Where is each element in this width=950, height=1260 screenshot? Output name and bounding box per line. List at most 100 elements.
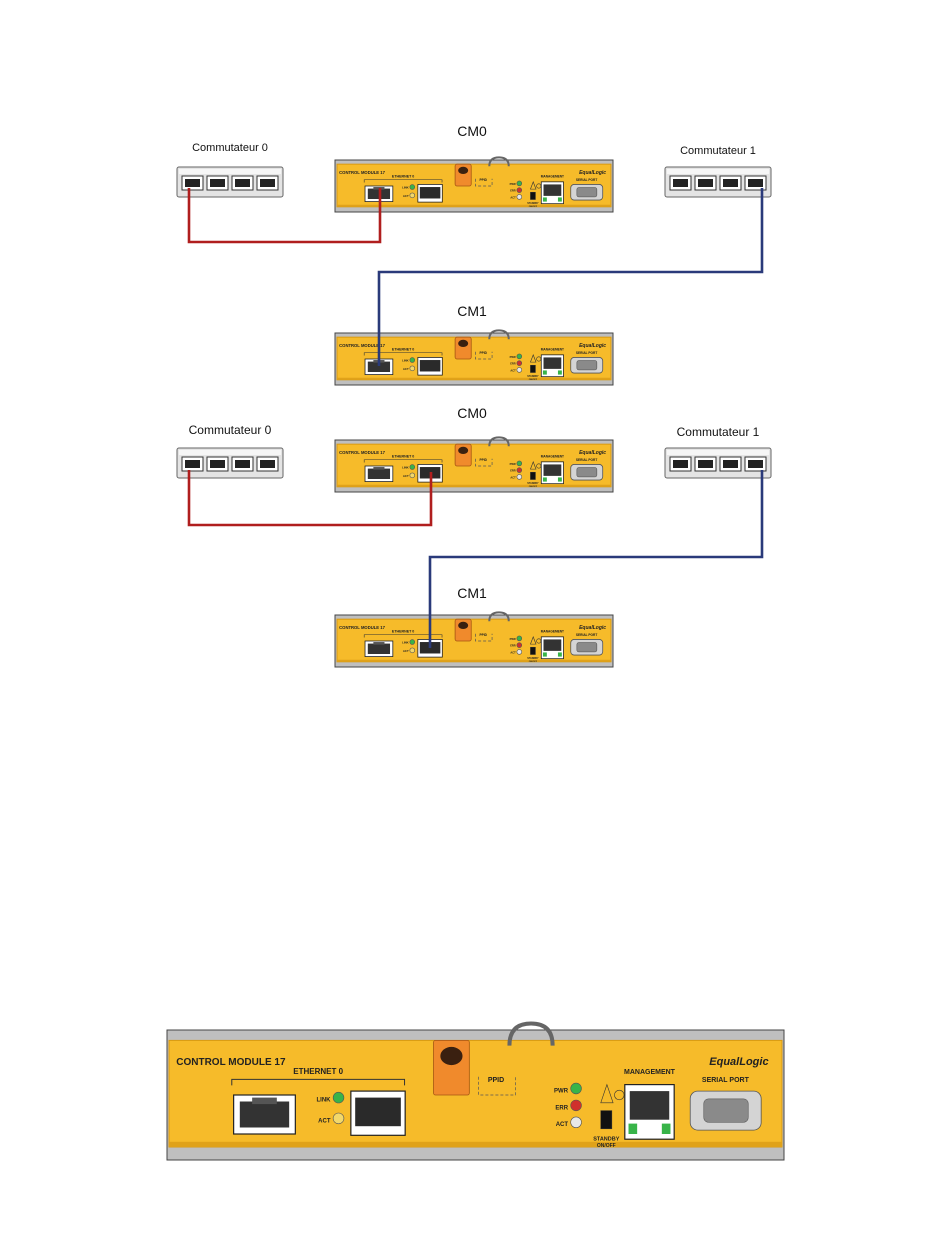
switch-port-jack [185, 460, 200, 468]
ethernet-label: ETHERNET 0 [392, 630, 414, 634]
diagram-a: CM0 Commutateur 0 Commutateur 1 CM1 CONT… [176, 123, 772, 386]
err-status-label: ERR [510, 362, 516, 366]
mgmt-led-left [542, 370, 547, 375]
err-status-led [516, 360, 523, 366]
warning-icon [529, 635, 537, 645]
standby-switch [530, 646, 536, 655]
switch1-label: Commutateur 1 [677, 425, 760, 439]
standby-label: STANDBY [527, 482, 539, 485]
link-led [409, 184, 416, 190]
switch-1 [664, 447, 772, 479]
act-status-led [516, 367, 523, 373]
switch-port-jack [748, 460, 763, 468]
switch-1 [664, 166, 772, 198]
ppid-bracket [478, 1076, 516, 1096]
onoff-label: ON/OFF [529, 379, 538, 381]
ppid-label: PPID [480, 458, 488, 462]
link-led [409, 639, 416, 645]
serial-port-label: SERIAL PORT [702, 1077, 750, 1084]
switch-port-jack [210, 460, 225, 468]
mgmt-led-right [661, 1123, 671, 1134]
act-status-label: ACT [556, 1122, 569, 1128]
pwr-status-led [516, 635, 523, 642]
cm0-label: CM0 [457, 405, 487, 421]
mgmt-jack [543, 639, 562, 651]
module-faceplate [336, 163, 612, 208]
pwr-status-label: PWR [510, 637, 516, 641]
faceplate-shadow [337, 659, 611, 662]
err-status-led [570, 1099, 582, 1112]
link-label: LINK [402, 641, 409, 645]
module-handle [488, 329, 510, 340]
standby-switch [600, 1110, 613, 1130]
management-label: MANAGEMENT [541, 455, 564, 459]
ethernet-bracket [363, 179, 443, 183]
module-name-label: CONTROL MODULE 17 [339, 343, 385, 348]
lever-hole [458, 446, 469, 455]
standby-switch [530, 364, 536, 373]
serial-connector [576, 467, 598, 478]
sfp-cage [419, 187, 441, 199]
warning-icon [600, 1083, 614, 1104]
brand-logo: EqualLogic [579, 450, 606, 456]
act-led [332, 1112, 345, 1125]
mgmt-led-left [542, 652, 547, 657]
diagram-b: CM0 Commutateur 0 Commutateur 1 CM1 CONT… [176, 405, 772, 668]
err-status-led [516, 187, 523, 193]
act-status-led [516, 474, 523, 480]
power-icon [614, 1089, 625, 1101]
standby-label: STANDBY [527, 657, 539, 660]
pwr-status-led [570, 1082, 582, 1095]
act-led [409, 365, 416, 372]
red-cable [187, 188, 382, 244]
management-label: MANAGEMENT [624, 1069, 676, 1076]
mgmt-led-right [557, 197, 562, 202]
ppid-bracket [475, 633, 493, 642]
blue-cable [428, 470, 764, 648]
serial-connector [576, 187, 598, 198]
switch-highlight [667, 450, 769, 455]
mgmt-led-right [557, 652, 562, 657]
ethernet-label: ETHERNET 0 [392, 455, 414, 459]
module-faceplate [336, 443, 612, 488]
act-status-led [516, 649, 523, 655]
mgmt-jack [629, 1091, 670, 1120]
err-status-led [516, 467, 523, 473]
cm0-label: CM0 [457, 123, 487, 139]
onoff-label: ON/OFF [529, 661, 538, 663]
switch-port-jack [260, 460, 275, 468]
brand-logo: EqualLogic [579, 170, 606, 176]
ppid-label: PPID [480, 178, 488, 182]
onoff-label: ON/OFF [529, 486, 538, 488]
ppid-label: PPID [480, 633, 488, 637]
act-status-label: ACT [510, 650, 516, 654]
mgmt-jack [543, 184, 562, 196]
cm1-label: CM1 [457, 585, 487, 601]
switch-port-jack [673, 179, 688, 187]
ethernet-bracket [231, 1078, 406, 1086]
mgmt-led-left [542, 477, 547, 482]
link-label: LINK [402, 359, 409, 363]
serial-port-label: SERIAL PORT [576, 178, 597, 182]
pwr-status-label: PWR [510, 355, 516, 359]
module-handle [488, 156, 510, 167]
mgmt-led-left [542, 197, 547, 202]
module-handle [488, 436, 510, 447]
act-label: ACT [403, 367, 409, 371]
act-status-led [570, 1116, 582, 1129]
cm1-label: CM1 [457, 303, 487, 319]
switch-port-jack [673, 460, 688, 468]
act-label: ACT [318, 1118, 331, 1124]
ethernet-label: ETHERNET 0 [392, 175, 414, 179]
rj45-latch [252, 1097, 277, 1105]
switch-port-jack [185, 179, 200, 187]
brand-logo: EqualLogic [709, 1056, 768, 1068]
module-name-label: CONTROL MODULE 17 [339, 450, 385, 455]
act-label: ACT [403, 194, 409, 198]
act-status-label: ACT [510, 475, 516, 479]
act-status-led [516, 194, 523, 200]
mgmt-jack [543, 357, 562, 369]
